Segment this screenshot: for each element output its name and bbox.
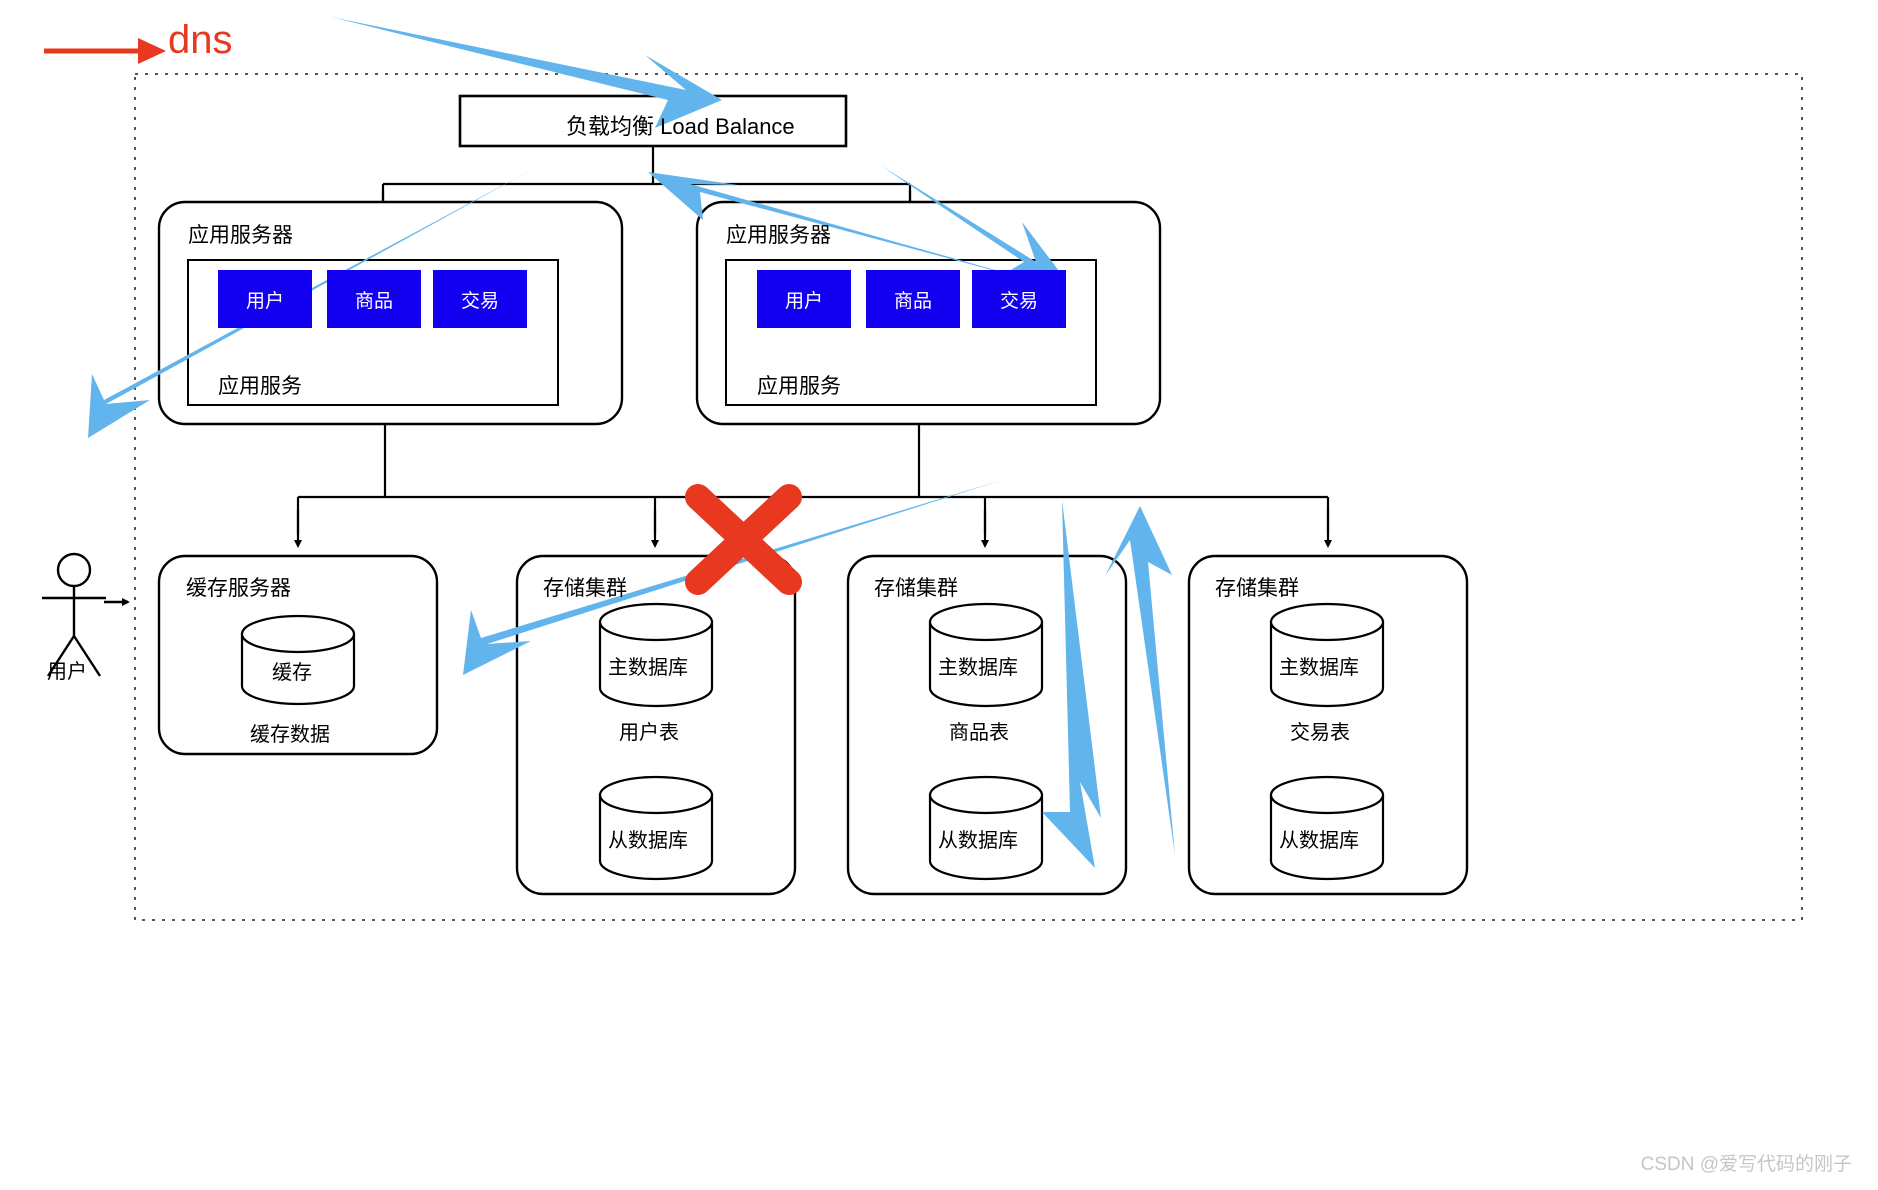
service-label: 用户 <box>245 290 284 312</box>
service-label: 交易 <box>460 290 499 312</box>
storage-cluster-3-title: 存储集群 <box>1215 577 1299 600</box>
storage-1-replica-db-cylinder-icon <box>598 775 714 881</box>
dns-red-arrowhead-icon <box>138 38 166 64</box>
app-server-2-title: 应用服务器 <box>726 224 831 247</box>
appserver-to-storage-connectors <box>296 424 1330 534</box>
app-server-1-title: 应用服务器 <box>188 224 293 247</box>
service-label: 商品 <box>893 290 932 312</box>
blue-annotation-arrow-6-down <box>1042 500 1101 868</box>
cache-db-cylinder-icon <box>240 614 356 706</box>
storage-1-primary-db-label: 主数据库 <box>608 657 688 679</box>
storage-cluster-3-box[interactable] <box>1187 554 1469 896</box>
red-x-mark-icon <box>685 484 802 595</box>
blue-annotation-arrow-4 <box>880 165 1065 279</box>
app-server-2-service-trade[interactable]: 交易 <box>972 270 1066 328</box>
storage-cluster-2-title: 存储集群 <box>874 577 958 600</box>
cache-db-label: 缓存 <box>272 662 312 684</box>
storage-2-caption: 商品表 <box>949 722 1009 744</box>
storage-3-replica-db-cylinder-icon <box>1269 775 1385 881</box>
storage-3-replica-db-label: 从数据库 <box>1279 830 1359 852</box>
storage-3-caption: 交易表 <box>1290 722 1350 744</box>
app-server-2-service-product[interactable]: 商品 <box>866 270 960 328</box>
storage-2-primary-db-cylinder-icon <box>928 602 1044 708</box>
blue-annotation-arrow-6-up <box>1105 506 1175 855</box>
storage-cluster-1-title: 存储集群 <box>543 577 627 600</box>
dns-label: dns <box>168 18 233 62</box>
storage-1-primary-db-cylinder-icon <box>598 602 714 708</box>
blue-annotation-arrow-3 <box>648 172 1052 286</box>
cache-caption: 缓存数据 <box>250 724 330 746</box>
load-balancer-label: 负载均衡 Load Balance <box>566 114 795 139</box>
storage-cluster-2-box[interactable] <box>846 554 1128 896</box>
storage-1-replica-db-label: 从数据库 <box>608 830 688 852</box>
storage-3-primary-db-cylinder-icon <box>1269 602 1385 708</box>
service-label: 交易 <box>999 290 1038 312</box>
storage-2-replica-db-label: 从数据库 <box>938 830 1018 852</box>
app-server-2-service-user[interactable]: 用户 <box>757 270 851 328</box>
storage-3-primary-db-label: 主数据库 <box>1279 657 1359 679</box>
storage-1-caption: 用户表 <box>619 722 679 744</box>
service-label: 用户 <box>784 290 823 312</box>
cache-server-title: 缓存服务器 <box>186 577 291 600</box>
app-server-1-service-user[interactable]: 用户 <box>218 270 312 328</box>
storage-2-primary-db-label: 主数据库 <box>938 657 1018 679</box>
app-server-2-group-label: 应用服务 <box>757 375 841 398</box>
watermark: CSDN @爱写代码的刚子 <box>1640 1154 1852 1175</box>
app-server-1-service-trade[interactable]: 交易 <box>433 270 527 328</box>
service-label: 商品 <box>354 290 393 312</box>
app-server-1-service-product[interactable]: 商品 <box>327 270 421 328</box>
storage-cluster-1-box[interactable] <box>515 554 797 896</box>
actor-user-icon <box>42 552 106 677</box>
actor-user-label: 用户 <box>47 661 87 683</box>
system-boundary <box>134 73 1803 921</box>
storage-2-replica-db-cylinder-icon <box>928 775 1044 881</box>
app-server-1-group-label: 应用服务 <box>218 375 302 398</box>
